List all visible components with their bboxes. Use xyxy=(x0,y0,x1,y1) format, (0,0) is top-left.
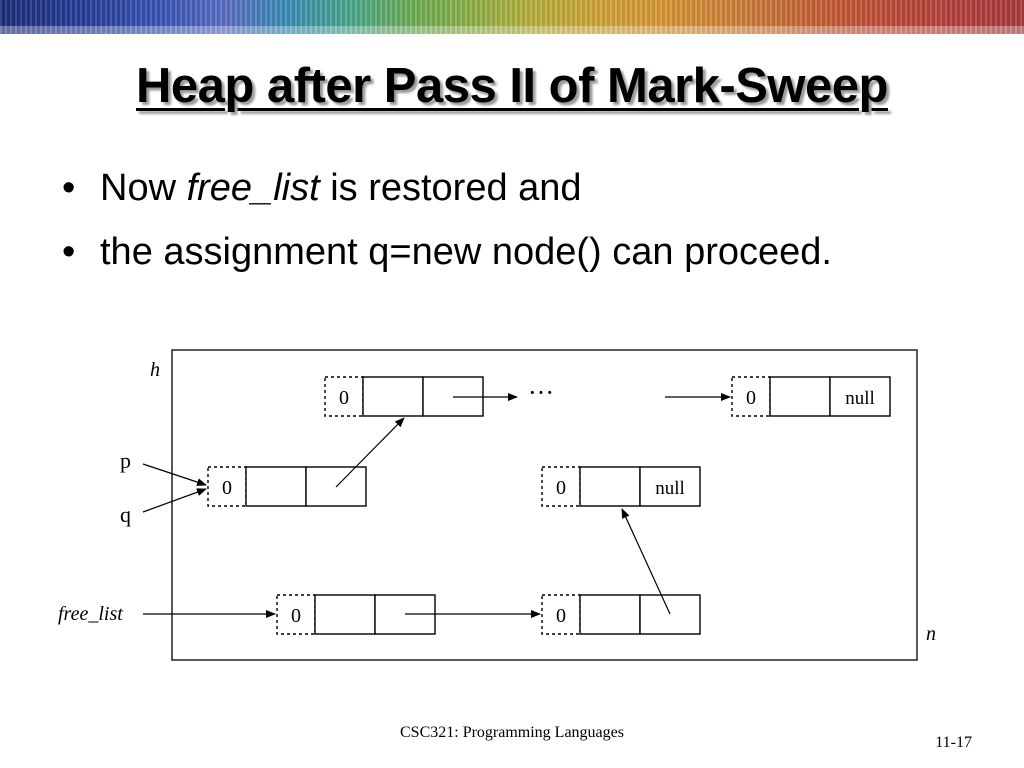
null-pointer-label: null xyxy=(655,478,685,499)
footer-course-name: CSC321: Programming Languages xyxy=(400,724,624,741)
bullet-item: • Now free_list is restored and xyxy=(62,160,922,216)
mark-bit: 0 xyxy=(556,605,566,627)
mark-bit: 0 xyxy=(339,387,349,409)
bullet-dot-icon: • xyxy=(62,167,76,209)
heap-end-label: n xyxy=(926,623,936,645)
mark-bit: 0 xyxy=(291,605,301,627)
bullet-text-suffix: is restored and xyxy=(319,167,582,209)
heap-node-top-right: 0 null xyxy=(731,376,891,417)
bullet-text-emphasis: free_list xyxy=(186,167,320,209)
pointer-p-label: p xyxy=(120,448,131,473)
slide-title: Heap after Pass II of Mark-Sweep xyxy=(136,59,888,113)
arrow-middle-left-to-top-left xyxy=(335,417,405,488)
mark-bit: 0 xyxy=(222,477,232,499)
heap-start-label: h xyxy=(150,359,160,381)
heap-node-middle-left: 0 xyxy=(207,466,367,507)
arrow-bottom-right-to-middle-right xyxy=(621,508,671,615)
mark-bit: 0 xyxy=(746,387,756,409)
arrow-p-to-middle-left xyxy=(142,463,207,486)
mark-bit: 0 xyxy=(556,477,566,499)
heap-node-middle-right: 0 null xyxy=(541,466,701,507)
bullet-text-prefix: Now xyxy=(100,167,187,209)
bullet-dot-icon: • xyxy=(62,231,76,273)
bullet-list: • Now free_list is restored and • the as… xyxy=(62,160,922,288)
heap-node-bottom-right: 0 xyxy=(541,594,701,635)
arrow-q-to-middle-left xyxy=(142,488,207,513)
free-list-label: free_list xyxy=(58,603,123,625)
bullet-item: • the assignment q=new node() can procee… xyxy=(62,224,922,280)
pointer-q-label: q xyxy=(120,502,131,527)
bullet-text: the assignment q=new node() can proceed. xyxy=(100,231,832,273)
ellipsis-label: ··· xyxy=(528,378,554,407)
top-decorative-band xyxy=(0,0,1024,34)
slide-number: 11-17 xyxy=(935,734,972,751)
null-pointer-label: null xyxy=(845,388,875,409)
